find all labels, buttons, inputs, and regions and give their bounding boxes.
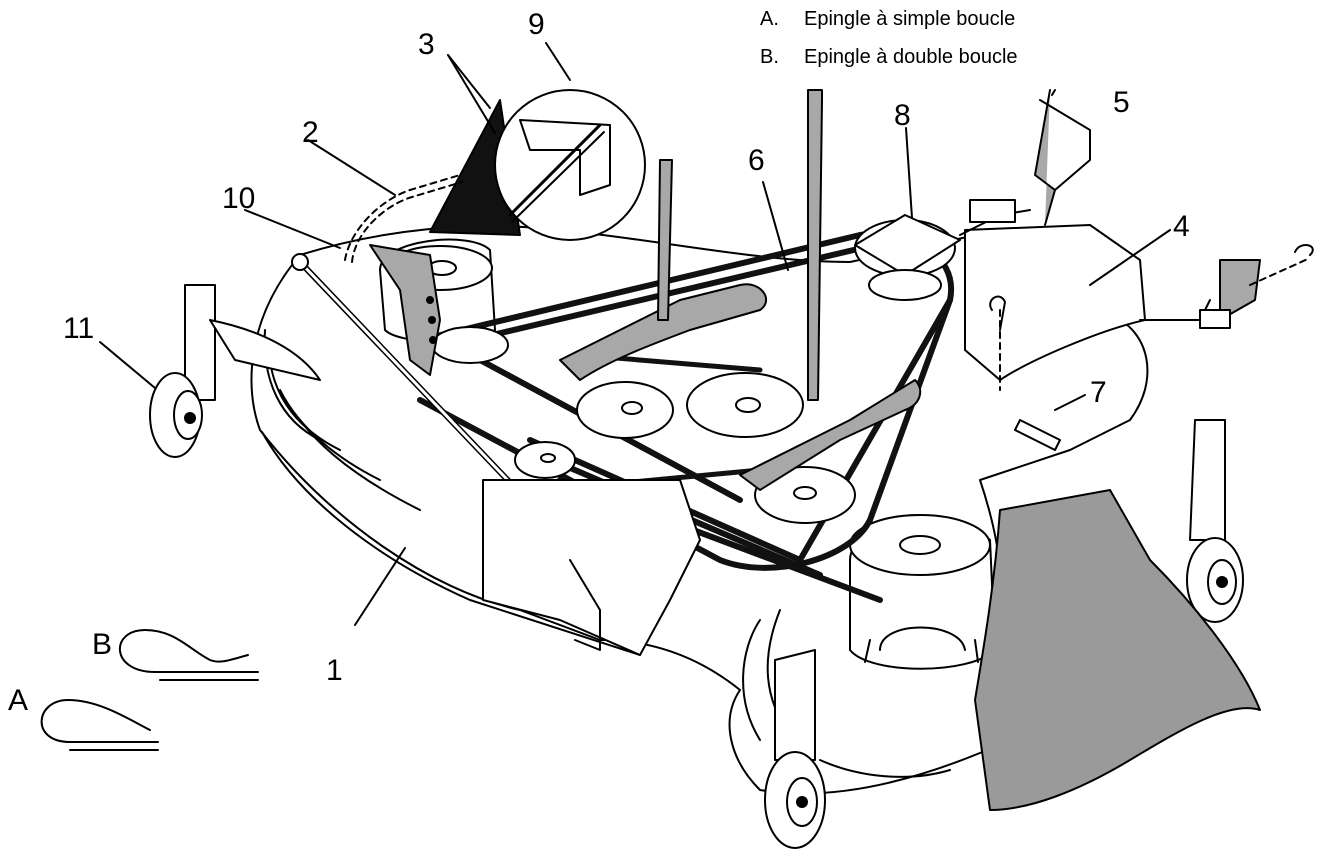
right-spindle-housing	[849, 514, 996, 670]
callout-6: 6	[748, 144, 765, 177]
hairpin-clip-b	[119, 629, 259, 681]
callout-7: 7	[1090, 376, 1107, 409]
callout-9: 9	[528, 8, 545, 41]
callout-4: 4	[1173, 210, 1190, 243]
pin-label-a: A	[8, 684, 29, 717]
callout-1: 1	[326, 654, 343, 687]
caster-wheels	[149, 284, 1244, 849]
inset-detail	[429, 89, 646, 241]
front-bracket-plate	[482, 479, 701, 656]
callout-3: 3	[418, 28, 435, 61]
hairpin-clip-a	[40, 699, 159, 751]
pin-label-b: B	[92, 628, 113, 661]
callout-11: 11	[63, 312, 95, 345]
legend-key-a: A.	[760, 8, 779, 30]
callout-8: 8	[894, 99, 911, 132]
pulleys	[431, 214, 961, 524]
callout-5: 5	[1113, 86, 1130, 119]
legend-item-a: A. Epingle à simple boucle	[760, 8, 1015, 31]
rear-cable-bracket	[959, 89, 1314, 451]
dashed-pin-path	[344, 174, 463, 263]
legend-item-b: B. Epingle à double boucle	[760, 46, 1018, 69]
leader-lines	[99, 42, 1171, 626]
legend-text-a: Epingle à simple boucle	[804, 8, 1016, 30]
lift-arms	[559, 89, 922, 491]
left-hanger-bracket	[369, 244, 441, 376]
discharge-chute	[974, 489, 1261, 811]
legend-key-b: B.	[760, 46, 779, 68]
callout-10: 10	[222, 182, 256, 215]
callout-2: 2	[302, 116, 319, 149]
legend-text-b: Epingle à double boucle	[804, 46, 1018, 68]
